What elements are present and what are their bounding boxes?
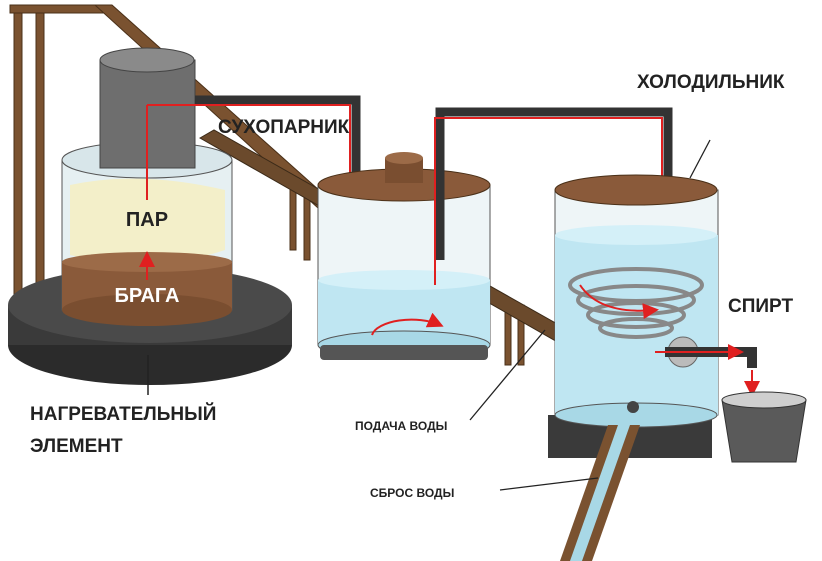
label-water-in: ПОДАЧА ВОДЫ [355, 419, 447, 433]
label-spirit: СПИРТ [728, 296, 793, 317]
label-condenser: ХОЛОДИЛЬНИК [637, 72, 785, 93]
label-mash: БРАГА [115, 285, 180, 307]
label-steam: ПАР [126, 209, 168, 231]
label-dry-steamer: СУХОПАРНИК [218, 117, 350, 138]
collection-bucket [721, 391, 807, 463]
callout-lines [469, 139, 711, 491]
dry-steamer [317, 152, 491, 360]
cooling-coil [568, 267, 704, 339]
label-heater-line1: НАГРЕВАТЕЛЬНЫЙ [30, 403, 216, 425]
boiler: ПАР БРАГА [61, 47, 233, 326]
label-heater-line2: ЭЛЕМЕНТ [30, 436, 123, 457]
condenser [548, 174, 760, 458]
label-water-out: СБРОС ВОДЫ [370, 486, 454, 500]
